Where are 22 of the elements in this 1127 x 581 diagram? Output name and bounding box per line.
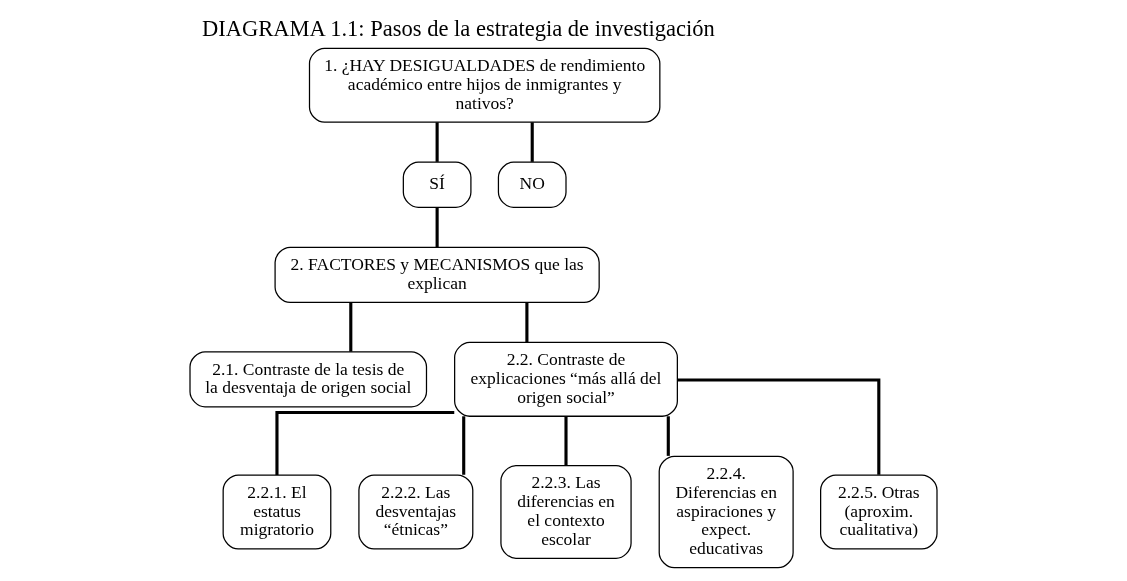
node-box: 2.2.5. Otras (aproxim. cualitativa) [820, 474, 938, 550]
connector [564, 416, 568, 466]
connector [525, 302, 529, 343]
connector [349, 302, 353, 352]
node-box: SÍ [402, 161, 472, 208]
node-box: 2.2.1. El estatus migratorio [222, 474, 332, 550]
node-box: 2. FACTORES y MECANISMOS que las explican [274, 246, 600, 303]
connector [435, 122, 439, 162]
connector [462, 416, 466, 475]
connector [677, 378, 881, 475]
node-box: 2.1. Contraste de la tesis de la desventaja de origen social [189, 351, 428, 408]
node-box: NO [497, 161, 567, 208]
node-box: 2.2.4. Diferencias en aspiraciones y expect. educativas [658, 455, 794, 569]
connector [275, 410, 455, 475]
diagram-title: DIAGRAMA 1.1: Pasos de la estrategia de investigación [202, 16, 715, 42]
connector [435, 207, 439, 248]
connector [530, 122, 534, 162]
node-box: 2.2. Contraste de explicaciones “más allá del origen social” [454, 341, 678, 417]
node-box: 1. ¿HAY DESIGUALDADES de rendimiento académico entre hijos de inmigrantes y nativos? [308, 47, 661, 123]
node-box: 2.2.3. Las diferencias en el contexto escolar [500, 465, 632, 559]
node-box: 2.2.2. Las desventajas “étnicas” [358, 474, 474, 550]
connector [666, 416, 670, 456]
